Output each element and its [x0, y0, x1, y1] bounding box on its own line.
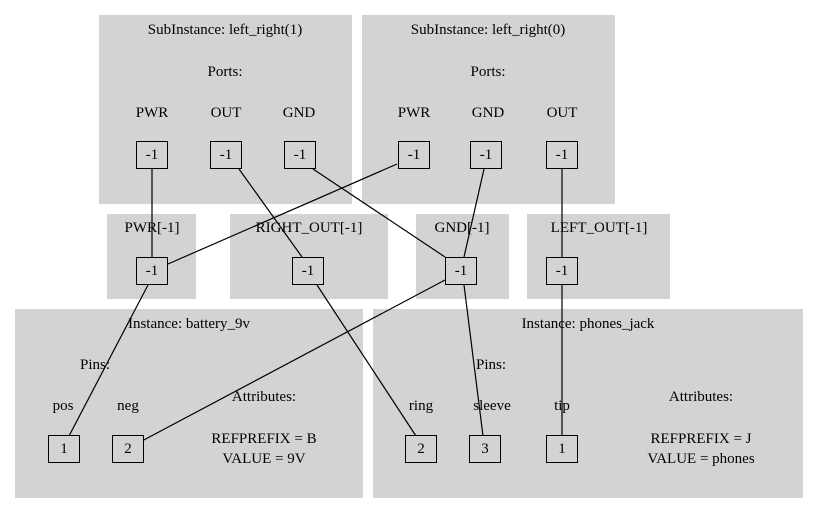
port-node-pwr: -1: [398, 141, 430, 169]
attributes-label: Attributes:: [668, 389, 734, 405]
pin-name-sleeve: sleeve: [473, 398, 511, 414]
net-node-pwr: -1: [136, 257, 168, 285]
port-name-gnd: GND: [282, 105, 316, 121]
port-name-out: OUT: [546, 105, 578, 121]
edge-sub0-pwr-to-pwr-net: [167, 163, 398, 265]
ports-label: Ports:: [470, 64, 506, 80]
port-node-out: -1: [210, 141, 242, 169]
pins-label: Pins:: [79, 357, 111, 373]
pin-name-tip: tip: [554, 398, 570, 414]
port-name-pwr: PWR: [397, 105, 431, 121]
pin-node-neg: 2: [112, 435, 144, 463]
net-title-right-out: RIGHT_OUT[-1]: [255, 220, 363, 236]
edge-gnd-net-to-neg-pin: [139, 279, 446, 443]
edge-sub1-out-to-right-out-net: [238, 168, 303, 258]
port-node-pwr: -1: [136, 141, 168, 169]
subinstance-title: SubInstance: left_right(1): [147, 22, 303, 38]
pin-node-sleeve: 3: [469, 435, 501, 463]
subinstance-title: SubInstance: left_right(0): [410, 22, 566, 38]
attribute-refprefix: REFPREFIX = B: [211, 431, 317, 447]
attribute-value: VALUE = phones: [647, 451, 755, 467]
pin-node-tip: 1: [546, 435, 578, 463]
pin-node-ring: 2: [405, 435, 437, 463]
port-name-out: OUT: [210, 105, 242, 121]
ports-label: Ports:: [207, 64, 243, 80]
edge-pwr-net-to-pos-pin: [68, 284, 149, 437]
pin-name-ring: ring: [408, 398, 434, 414]
instance-title: Instance: phones_jack: [521, 316, 655, 332]
edge-right-out-net-to-ring-pin: [316, 284, 417, 437]
pins-label: Pins:: [475, 357, 507, 373]
pin-name-pos: pos: [52, 398, 74, 414]
pin-name-neg: neg: [117, 398, 139, 414]
instance-title: Instance: battery_9v: [127, 316, 251, 332]
subinstance-left-right-0: [362, 15, 615, 204]
port-node-gnd: -1: [284, 141, 316, 169]
attributes-label: Attributes:: [231, 389, 297, 405]
pin-node-pos: 1: [48, 435, 80, 463]
instance-phones-jack: [373, 309, 803, 498]
attribute-refprefix: REFPREFIX = J: [650, 431, 752, 447]
net-node-right-out: -1: [292, 257, 324, 285]
instance-battery-9v: [15, 309, 363, 498]
net-title-gnd: GND[-1]: [434, 220, 490, 236]
edge-sub1-gnd-to-gnd-net: [312, 168, 446, 258]
net-title-left-out: LEFT_OUT[-1]: [550, 220, 648, 236]
edge-gnd-net-to-sleeve-pin: [463, 284, 484, 437]
port-name-pwr: PWR: [135, 105, 169, 121]
net-node-left-out: -1: [546, 257, 578, 285]
port-node-out: -1: [546, 141, 578, 169]
net-node-gnd: -1: [445, 257, 477, 285]
edge-sub0-gnd-to-gnd-net: [463, 168, 485, 258]
port-node-gnd: -1: [470, 141, 502, 169]
subinstance-left-right-1: [99, 15, 352, 204]
attribute-value: VALUE = 9V: [222, 451, 306, 467]
port-name-gnd: GND: [471, 105, 505, 121]
net-title-pwr: PWR[-1]: [124, 220, 180, 236]
